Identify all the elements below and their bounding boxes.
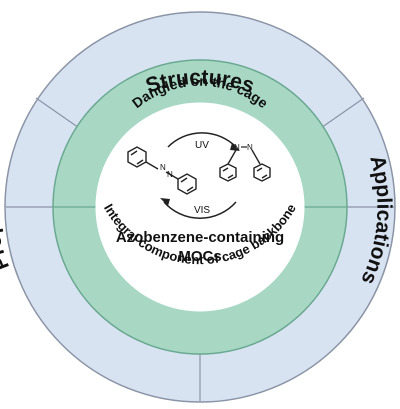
uv-arrow — [167, 132, 237, 148]
vis-arrow-head — [160, 198, 170, 206]
vis-arrow — [163, 201, 237, 219]
outer-divider — [35, 97, 83, 131]
benzene-ring — [253, 163, 271, 182]
uv-arrow-head — [230, 143, 240, 151]
azo-n4: N — [247, 143, 253, 152]
azo-n1: N — [160, 163, 166, 172]
trans-azobenzene — [127, 146, 197, 195]
center-disc — [95, 102, 305, 312]
benzene-ring — [219, 163, 237, 182]
center-title-line1: Azobenzene-containing — [116, 229, 284, 246]
azo-n3: N — [234, 143, 240, 152]
outer-divider — [317, 97, 365, 131]
vis-label: VIS — [194, 205, 210, 216]
uv-label: UV — [195, 140, 209, 151]
benzene-ring — [177, 173, 197, 195]
azo-n2: N — [167, 170, 173, 179]
center-title-line2: MOCs — [178, 248, 221, 265]
cis-azobenzene — [219, 149, 271, 182]
